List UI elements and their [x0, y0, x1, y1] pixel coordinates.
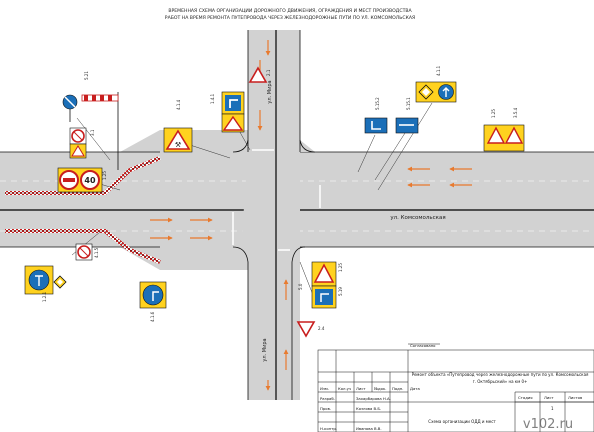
watermark: v102.ru [523, 417, 573, 432]
vertical-road [232, 30, 316, 400]
sign-3-1-board: 3.1 [69, 127, 95, 159]
title-block-row2-role: Пров. [320, 406, 331, 411]
street-name-horizontal: ул. Комсомольская [390, 215, 445, 221]
title-block-subject-2: г. Октябрьский» на км 0+ [473, 379, 528, 384]
sign-1-25-bottom: 1.25 5.19 [311, 261, 343, 309]
svg-text:5.19: 5.19 [338, 287, 343, 296]
svg-text:1.25: 1.25 [338, 263, 343, 272]
street-name-vertical-bottom: ул. Мира [262, 338, 268, 361]
sign-5-21: 5.21 [62, 71, 89, 122]
sign-label-5-0: 5.0 [298, 283, 303, 290]
title-block [317, 343, 594, 432]
title-block-row3-name: Иванова В.В. [356, 426, 382, 431]
svg-text:40: 40 [84, 176, 96, 185]
stop-lines [232, 149, 321, 251]
title-block-sheets-label: Листов [568, 395, 583, 400]
svg-text:⚒: ⚒ [175, 141, 181, 149]
svg-text:2.4: 2.4 [318, 326, 325, 331]
title-block-stage-label: Стадия [518, 395, 533, 400]
sign-5-15-pair: 5.15.2 5.15.1 [364, 97, 419, 134]
sign-3-24-board: 40 1.25 [57, 167, 107, 193]
svg-text:4.1.5: 4.1.5 [94, 247, 99, 258]
barrier-gate [81, 92, 119, 170]
sign-4-1-lower-left: 1.2.1 [24, 265, 67, 302]
leader-lines [71, 102, 433, 301]
svg-text:2.1: 2.1 [266, 69, 271, 76]
svg-text:3.1: 3.1 [90, 129, 95, 136]
svg-text:1.25: 1.25 [491, 109, 496, 118]
svg-text:4.1.6: 4.1.6 [150, 311, 155, 322]
title-block-col-2: Кол.уч [338, 386, 351, 391]
title-block-row3-role: Н.контр. [320, 426, 337, 431]
sign-1-25-right-pair: 1.25 3.5.4 [483, 107, 525, 152]
header-line-2: РАБОТ НА ВРЕМЯ РЕМОНТА ПУТЕПРОВОДА ЧЕРЕЗ… [165, 15, 415, 21]
svg-text:5.21: 5.21 [84, 71, 89, 80]
svg-text:3.5.4: 3.5.4 [513, 107, 518, 118]
sign-4-1-1-pair: 4.1.1 [415, 65, 457, 103]
svg-text:4.1.4: 4.1.4 [176, 99, 181, 110]
svg-text:1.4.1: 1.4.1 [210, 93, 215, 104]
header-line-1: ВРЕМЕННАЯ СХЕМА ОРГАНИЗАЦИИ ДОРОЖНОГО ДВ… [168, 8, 412, 14]
title-block-sheet-label: Лист [544, 395, 554, 400]
street-name-vertical-top: ул. Мира [267, 80, 273, 103]
title-block-sheet-value: 1 [551, 406, 554, 411]
title-block-row1-role: Разраб. [320, 396, 335, 401]
title-block-row1-name: Захарбарова Н.А. [356, 396, 391, 401]
svg-text:1.2.1: 1.2.1 [42, 291, 47, 302]
sign-2-1: 2.1 [248, 66, 271, 83]
title-block-row2-name: Козлова В.Б. [356, 406, 381, 411]
svg-text:5.15.1: 5.15.1 [406, 97, 411, 110]
work-zone-barrier [5, 156, 161, 264]
svg-text:5.15.2: 5.15.2 [375, 97, 380, 110]
sign-1-25-center: ⚒ 4.1.4 [163, 99, 193, 153]
title-block-col-6: Дата [410, 386, 420, 391]
svg-text:4.1.1: 4.1.1 [436, 65, 441, 76]
title-block-doc-title: Схема организации ОДД и мест [428, 419, 496, 424]
title-block-top-label: Согласовано [410, 343, 436, 348]
title-block-col-1: Изм. [320, 386, 329, 391]
title-block-col-4: №док. [374, 386, 386, 391]
title-block-subject: Ремонт объекта «Путепровод через железно… [412, 372, 589, 377]
sign-4-1-board-top: 1.4.1 [210, 91, 245, 133]
title-block-col-5: Подп. [392, 386, 404, 391]
sign-3-1-lower: 4.1.5 [75, 243, 99, 261]
sign-4-1-6: 4.1.6 [139, 281, 167, 322]
title-block-col-3: Лист [356, 386, 366, 391]
sign-2-4: 2.4 [296, 321, 325, 338]
svg-text:1.25: 1.25 [102, 171, 107, 180]
